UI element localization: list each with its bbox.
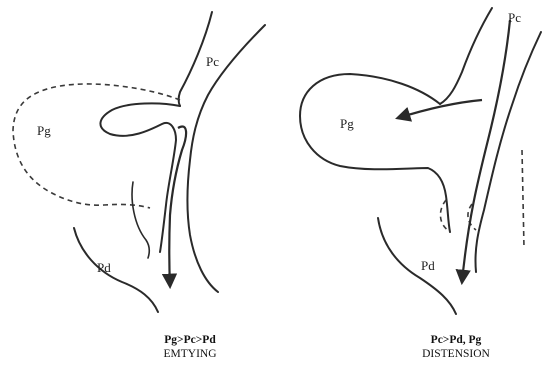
left-caption-pressure: Pg>Pc>Pd	[164, 334, 216, 346]
right-duodenum-outer-wall	[378, 218, 456, 314]
left-label-pc: Pc	[206, 54, 219, 69]
right-label-pc: Pc	[508, 10, 521, 25]
left-duodenum-outer-wall	[74, 228, 158, 312]
right-duodenum-wall-dash	[522, 150, 524, 248]
left-diagram-emptying: Pc Pg Pd Pg>Pc>Pd EMTYING	[13, 12, 265, 360]
right-label-pd: Pd	[421, 258, 435, 273]
right-caption-state: DISTENSION	[422, 348, 490, 360]
right-diagram-distension: Pc Pg Pd Pc>Pd, Pg DISTENSION	[300, 8, 541, 360]
left-flow-arrow	[169, 127, 186, 286]
left-duodenum-inner-wall	[132, 182, 149, 258]
right-gallbladder-arrow	[398, 100, 482, 118]
right-flow-arrow	[462, 20, 510, 282]
right-duct-left-wall	[440, 8, 492, 104]
right-gallbladder-distended	[300, 74, 450, 232]
left-duct-inner-wall	[187, 25, 265, 292]
left-caption-state: EMTYING	[163, 348, 216, 360]
left-label-pd: Pd	[97, 260, 111, 275]
left-label-pg: Pg	[37, 123, 51, 138]
right-caption-pressure: Pc>Pd, Pg	[431, 334, 482, 346]
right-label-pg: Pg	[340, 116, 354, 131]
